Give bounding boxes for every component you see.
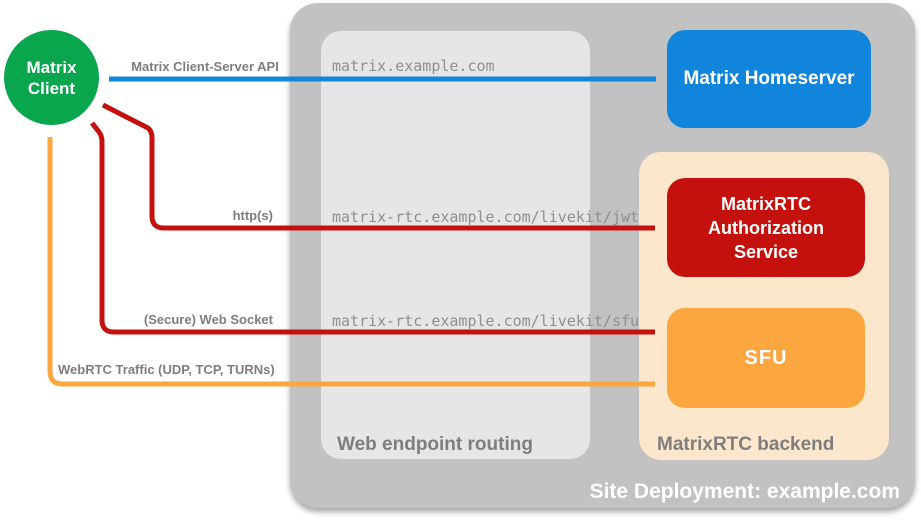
matrix-client-node: Matrix Client (4, 30, 99, 125)
endpoint-matrix-example-com: matrix.example.com (332, 57, 495, 75)
auth-service-label: MatrixRTC Authorization Service (708, 193, 824, 262)
label-matrixrtc-backend: MatrixRTC backend (657, 434, 835, 455)
endpoint-livekit-jwt: matrix-rtc.example.com/livekit/jwt (332, 208, 640, 226)
label-web-endpoint-routing: Web endpoint routing (337, 434, 533, 455)
matrix-homeserver-label: Matrix Homeserver (683, 68, 855, 89)
label-websocket: (Secure) Web Socket (143, 312, 273, 327)
sfu-node: SFU (667, 308, 865, 408)
label-https: http(s) (232, 208, 273, 223)
label-client-server-api: Matrix Client-Server API (131, 59, 279, 74)
matrixrtc-authorization-service-node: MatrixRTC Authorization Service (667, 178, 865, 277)
label-webrtc-traffic: WebRTC Traffic (UDP, TCP, TURNs) (58, 362, 275, 377)
endpoint-livekit-sfu: matrix-rtc.example.com/livekit/sfu (332, 312, 640, 330)
matrix-client-label-line1: Matrix (26, 57, 77, 77)
matrix-client-label-line2: Client (27, 78, 76, 98)
matrix-homeserver-node: Matrix Homeserver (667, 30, 871, 128)
web-endpoint-routing-box (321, 31, 590, 459)
sfu-label: SFU (744, 346, 788, 369)
label-site-deployment: Site Deployment: example.com (589, 480, 900, 503)
